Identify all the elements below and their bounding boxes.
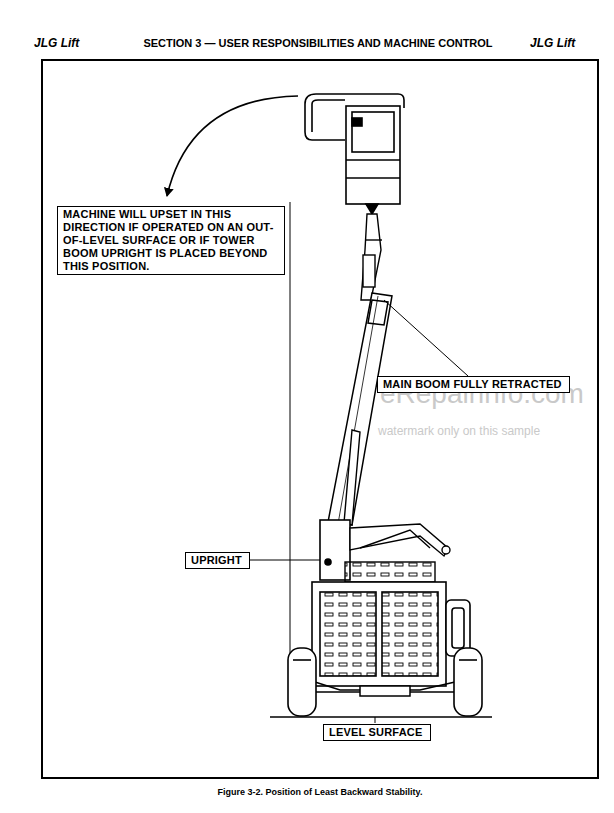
callout-text: MACHINE WILL UPSET IN THIS DIRECTION IF … bbox=[63, 208, 279, 273]
section-heading: SECTION 3 — USER RESPONSIBILITIES AND MA… bbox=[143, 37, 492, 49]
leader-line bbox=[250, 560, 320, 561]
brand-label: JLG Lift bbox=[530, 36, 575, 50]
lift-cylinder bbox=[344, 430, 360, 525]
callout-text: MAIN BOOM FULLY RETRACTED bbox=[383, 378, 564, 391]
tower-arm bbox=[350, 524, 450, 556]
platform bbox=[305, 94, 404, 214]
page-frame bbox=[42, 60, 598, 778]
tray bbox=[345, 562, 435, 582]
leader-line bbox=[375, 717, 376, 723]
callout-box: MACHINE WILL UPSET IN THIS DIRECTION IF … bbox=[57, 206, 285, 275]
callout-box: UPRIGHT bbox=[185, 552, 250, 569]
brand-label: JLG Lift bbox=[34, 36, 79, 50]
chassis bbox=[312, 582, 470, 686]
callout-text: UPRIGHT bbox=[191, 554, 244, 567]
callout-box: MAIN BOOM FULLY RETRACTED bbox=[377, 376, 570, 393]
limit-line bbox=[290, 202, 291, 700]
axle bbox=[312, 682, 458, 696]
jib bbox=[361, 214, 382, 300]
callout-text: LEVEL SURFACE bbox=[329, 726, 425, 739]
tip-arrow bbox=[167, 96, 298, 196]
watermark: watermark only on this sample bbox=[378, 424, 540, 438]
callout-box: LEVEL SURFACE bbox=[323, 724, 431, 741]
figure-caption: Figure 3-2. Position of Least Backward S… bbox=[218, 787, 423, 797]
leader-line bbox=[384, 300, 468, 376]
ground-line bbox=[270, 716, 492, 718]
wheel bbox=[288, 648, 482, 716]
